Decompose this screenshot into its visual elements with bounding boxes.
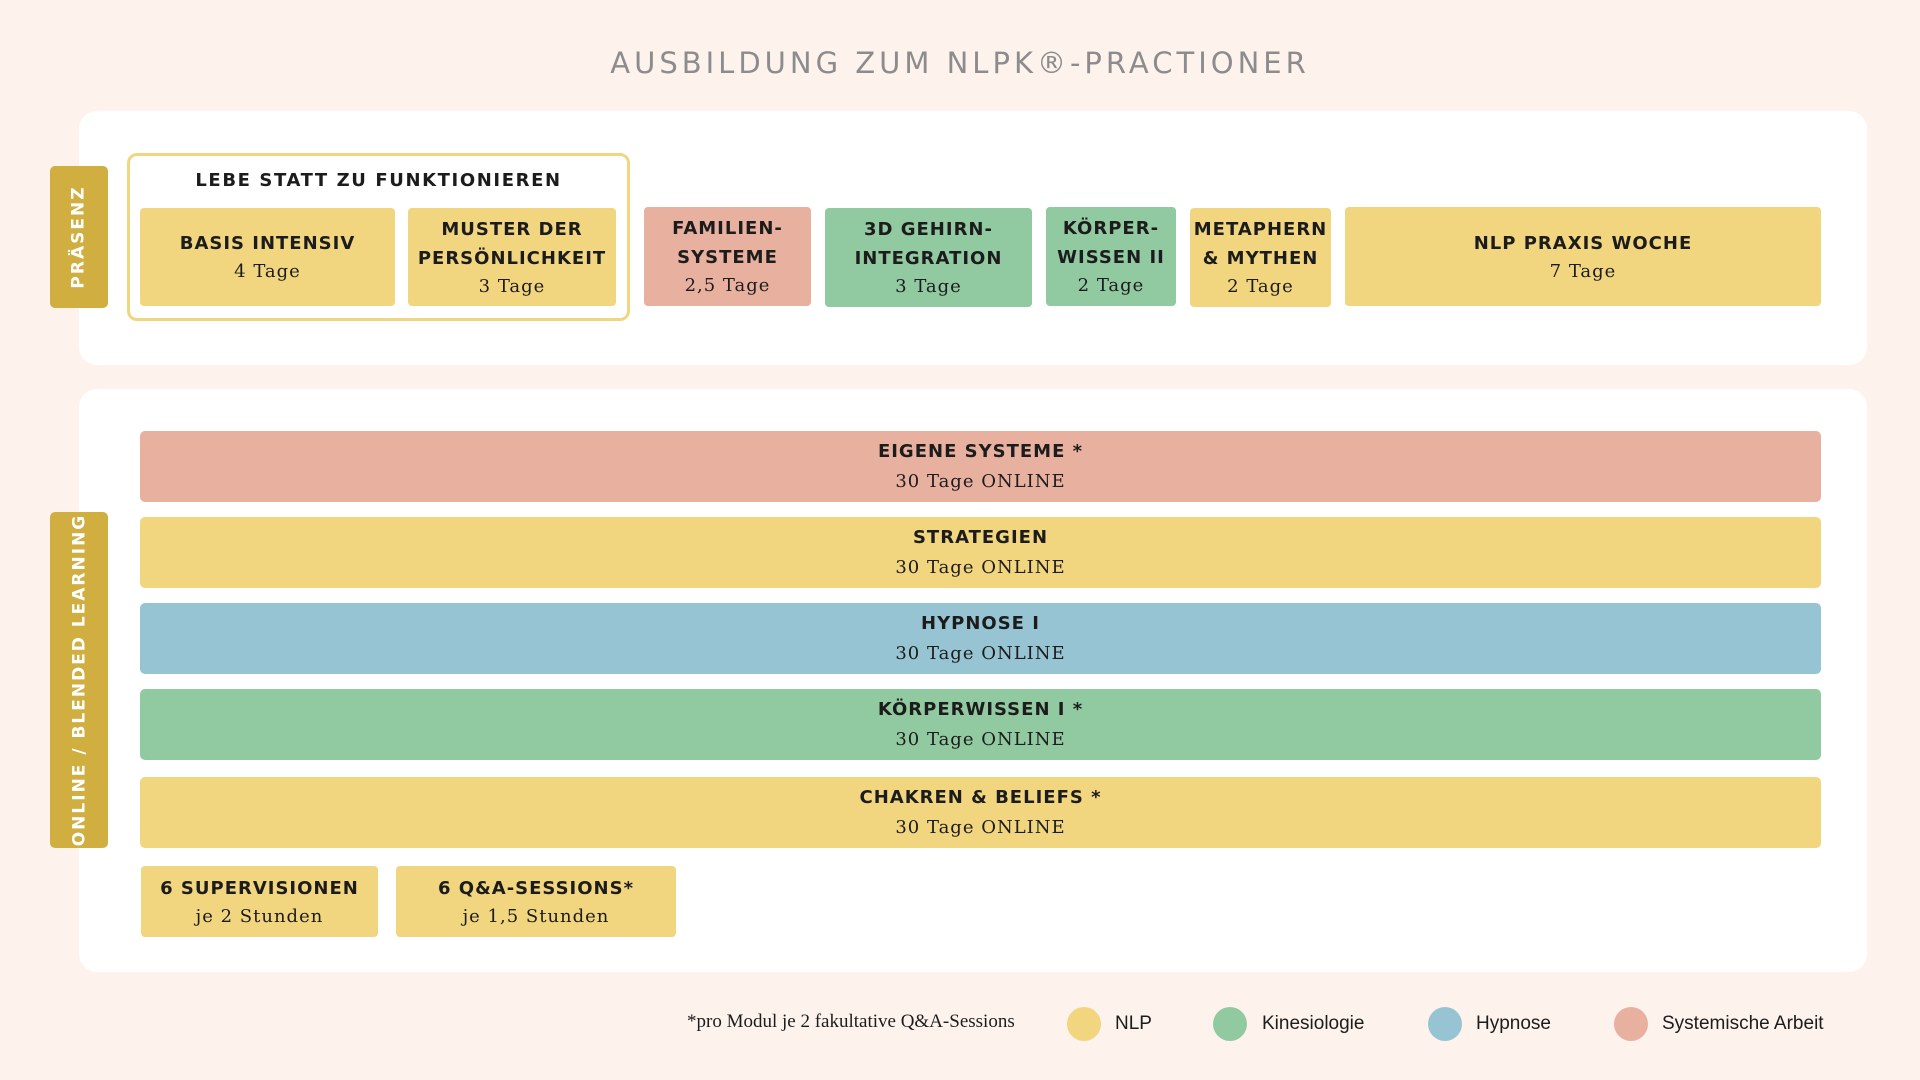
module-title: FAMILIEN-SYSTEME xyxy=(672,218,783,268)
module-duration: 3 Tage xyxy=(895,276,962,297)
online-module-eigene-systeme: EIGENE SYSTEME * 30 Tage ONLINE xyxy=(140,431,1821,502)
legend-footnote: *pro Modul je 2 fakultative Q&A-Sessions xyxy=(687,1011,1015,1032)
module-duration: 7 Tage xyxy=(1549,260,1617,282)
module-duration: 2 Tage xyxy=(1077,275,1145,296)
extra-supervisionen: 6 SUPERVISIONEN je 2 Stunden xyxy=(141,866,378,937)
module-duration: 2 Tage xyxy=(1227,276,1294,297)
group-title: LEBE STATT ZU FUNKTIONIEREN xyxy=(195,170,562,191)
online-module-hypnose-i: HYPNOSE I 30 Tage ONLINE xyxy=(140,603,1821,674)
module-duration: 2,5 Tage xyxy=(684,275,771,296)
online-section-tab: ONLINE / BLENDED LEARNING xyxy=(50,512,108,848)
praesenz-section-label: PRÄSENZ xyxy=(69,185,89,289)
legend-label-kinesiologie: Kinesiologie xyxy=(1262,1013,1365,1034)
module-title: NLP PRAXIS WOCHE xyxy=(1473,232,1693,254)
module-3d-gehirn-integration: 3D GEHIRN-INTEGRATION 3 Tage xyxy=(825,208,1032,307)
module-duration: je 1,5 Stunden xyxy=(462,905,610,927)
module-title: HYPNOSE I xyxy=(921,612,1040,634)
legend-dot-kinesiologie xyxy=(1213,1007,1247,1041)
module-title: KÖRPERWISSEN I * xyxy=(877,698,1084,720)
module-title: BASIS INTENSIV xyxy=(179,233,356,254)
legend-dot-systemische-arbeit xyxy=(1614,1007,1648,1041)
module-duration: 30 Tage ONLINE xyxy=(895,728,1066,750)
online-section-label: ONLINE / BLENDED LEARNING xyxy=(69,513,90,847)
module-title: EIGENE SYSTEME * xyxy=(877,440,1084,462)
module-koerperwissen-ii: KÖRPER-WISSEN II 2 Tage xyxy=(1046,207,1176,306)
module-title: METAPHERN& MYTHEN xyxy=(1193,219,1328,269)
module-title: CHAKREN & BELIEFS * xyxy=(859,786,1102,808)
module-title: 6 Q&A-SESSIONS* xyxy=(437,877,634,899)
page-title: AUSBILDUNG ZUM NLPK®-PRACTIONER xyxy=(610,46,1310,80)
legend-label-hypnose: Hypnose xyxy=(1476,1013,1551,1034)
module-basis-intensiv: BASIS INTENSIV 4 Tage xyxy=(140,208,395,306)
module-nlp-praxis-woche: NLP PRAXIS WOCHE 7 Tage xyxy=(1345,207,1821,306)
module-title: KÖRPER-WISSEN II xyxy=(1057,218,1165,268)
module-title: STRATEGIEN xyxy=(912,526,1049,548)
module-metaphern-und-mythen: METAPHERN& MYTHEN 2 Tage xyxy=(1190,208,1331,307)
lebe-statt-zu-funktionieren-group xyxy=(127,153,630,321)
online-module-chakren-und-beliefs: CHAKREN & BELIEFS * 30 Tage ONLINE xyxy=(140,777,1821,848)
module-duration: 3 Tage xyxy=(478,275,546,297)
module-duration: 4 Tage xyxy=(234,261,301,282)
module-title: 3D GEHIRN-INTEGRATION xyxy=(854,219,1003,269)
module-duration: 30 Tage ONLINE xyxy=(895,816,1066,838)
module-duration: 30 Tage ONLINE xyxy=(895,556,1066,578)
module-familien-systeme: FAMILIEN-SYSTEME 2,5 Tage xyxy=(644,207,811,306)
module-title: 6 SUPERVISIONEN xyxy=(160,877,359,899)
legend-label-nlp: NLP xyxy=(1115,1013,1152,1034)
module-duration: 30 Tage ONLINE xyxy=(895,470,1066,492)
praesenz-section-tab: PRÄSENZ xyxy=(50,166,108,308)
legend-label-systemische-arbeit: Systemische Arbeit xyxy=(1662,1013,1824,1034)
module-duration: je 2 Stunden xyxy=(195,905,324,927)
module-duration: 30 Tage ONLINE xyxy=(895,642,1066,664)
online-module-koerperwissen-i: KÖRPERWISSEN I * 30 Tage ONLINE xyxy=(140,689,1821,760)
online-module-strategien: STRATEGIEN 30 Tage ONLINE xyxy=(140,517,1821,588)
legend-dot-nlp xyxy=(1067,1007,1101,1041)
legend-dot-hypnose xyxy=(1428,1007,1462,1041)
extra-qa-sessions: 6 Q&A-SESSIONS* je 1,5 Stunden xyxy=(396,866,676,937)
